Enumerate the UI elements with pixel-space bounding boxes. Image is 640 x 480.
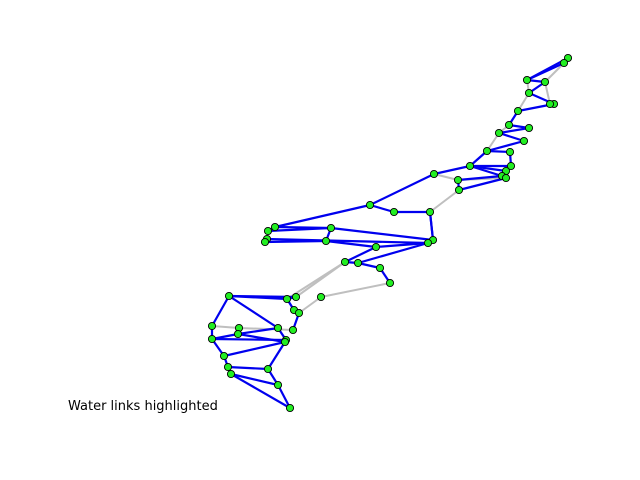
node-c15	[219, 351, 229, 361]
node-a5	[524, 88, 534, 98]
node-b4	[270, 222, 280, 232]
node-c16	[223, 362, 233, 372]
other-link-14	[211, 325, 240, 329]
nodes-layer	[207, 53, 573, 413]
other-link-0	[544, 62, 565, 83]
water-link-49	[227, 294, 289, 301]
node-a3	[522, 75, 532, 85]
node-c7	[207, 321, 217, 331]
water-link-64	[226, 365, 270, 371]
water-link-31	[266, 226, 333, 233]
node-b2	[389, 207, 399, 217]
node-a22	[454, 185, 464, 195]
water-link-26	[368, 203, 396, 214]
water-link-20	[368, 172, 436, 207]
other-link-16	[433, 173, 459, 181]
node-a21	[453, 175, 463, 185]
node-a13	[482, 146, 492, 156]
water-link-2	[525, 61, 566, 82]
water-link-36	[265, 237, 430, 245]
water-link-40	[374, 241, 430, 249]
node-b3	[425, 207, 435, 217]
node-c20	[285, 403, 295, 413]
water-link-67	[229, 372, 280, 387]
node-a14	[505, 147, 515, 157]
water-link-11	[497, 131, 526, 143]
node-b9	[321, 236, 331, 246]
node-a20	[501, 173, 511, 183]
node-b16	[385, 278, 395, 288]
node-c14	[280, 337, 290, 347]
node-b6	[263, 226, 273, 236]
water-link-39	[324, 239, 378, 249]
node-c2	[291, 292, 301, 302]
water-link-70	[276, 383, 292, 410]
node-a4	[540, 77, 550, 87]
node-c9	[273, 323, 283, 333]
water-link-29	[273, 203, 372, 229]
node-a11	[494, 128, 504, 138]
node-c17	[263, 364, 273, 374]
node-b13	[340, 257, 350, 267]
node-a7	[545, 99, 555, 109]
node-a8	[513, 106, 523, 116]
node-c18	[226, 369, 236, 379]
node-c6	[294, 308, 304, 318]
water-link-61	[222, 340, 287, 358]
water-link-10	[497, 126, 531, 135]
node-a18	[429, 169, 439, 179]
node-a12	[519, 136, 529, 146]
water-link-69	[229, 372, 292, 410]
figure-caption: Water links highlighted	[68, 399, 218, 414]
water-link-21	[468, 164, 504, 178]
water-link-42	[356, 241, 430, 265]
node-a15	[465, 161, 475, 171]
other-link-9	[429, 189, 460, 213]
water-link-41	[343, 245, 378, 264]
node-c1	[224, 291, 234, 301]
node-b8	[260, 237, 270, 247]
node-b15	[375, 263, 385, 273]
water-link-55	[236, 326, 280, 336]
node-c4	[282, 294, 292, 304]
water-link-54	[227, 294, 280, 330]
water-link-23	[456, 174, 504, 182]
node-a16	[506, 161, 516, 171]
other-link-11	[286, 261, 346, 300]
water-link-46	[428, 210, 435, 242]
node-c10	[288, 325, 298, 335]
water-link-65	[266, 340, 287, 371]
node-b11	[423, 238, 433, 248]
node-b14	[353, 258, 363, 268]
node-c12	[207, 334, 217, 344]
water-link-38	[329, 226, 435, 242]
water-link-62	[236, 332, 287, 344]
node-a2	[559, 58, 569, 68]
node-c11	[233, 329, 243, 339]
node-b5	[326, 223, 336, 233]
water-link-25	[457, 176, 508, 192]
node-c3	[316, 292, 326, 302]
water-link-53	[210, 294, 231, 328]
node-a10	[524, 123, 534, 133]
node-b1	[365, 200, 375, 210]
water-link-19	[432, 164, 472, 176]
other-link-13	[298, 296, 322, 314]
node-c19	[273, 380, 283, 390]
other-link-12	[320, 282, 391, 298]
node-a9	[504, 120, 514, 130]
water-link-12	[485, 139, 526, 153]
node-b12	[371, 242, 381, 252]
